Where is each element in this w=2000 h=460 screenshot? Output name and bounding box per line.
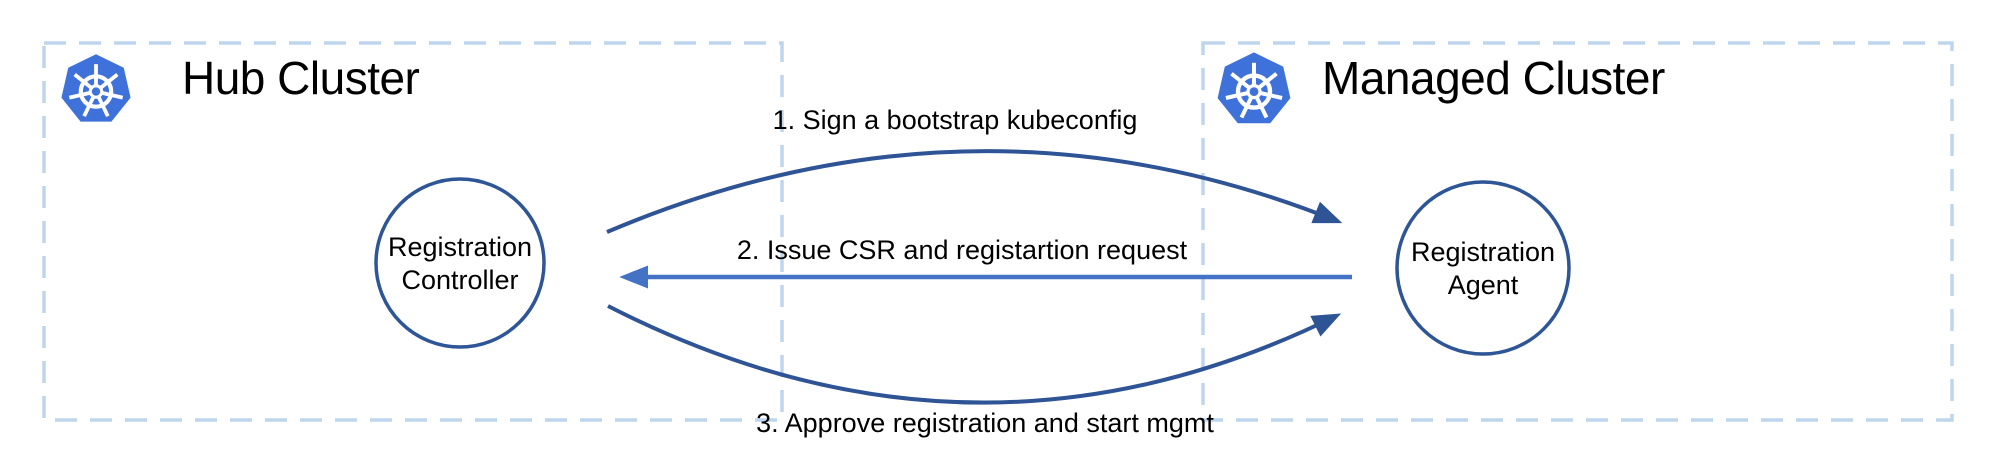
kubernetes-hub-dot (88, 84, 104, 99)
arrow-label-2: 2. Issue CSR and registartion request (736, 235, 1188, 265)
arrow-approve-registration-start-mgmt (607, 304, 1342, 405)
registration-controller-label: Registration Controller (387, 232, 533, 295)
registration-controller-node (374, 177, 546, 349)
arrow-label-1: 1. Sign a bootstrap kubeconfig (772, 105, 1138, 135)
registration-agent-node (1395, 180, 1571, 356)
managed-cluster-title: Managed Cluster (1322, 52, 1665, 104)
hub-cluster-box (42, 41, 784, 422)
kubernetes-hub-dot (1246, 84, 1262, 100)
registration-agent-label: Registration Agent (1410, 237, 1556, 300)
arrow-label-3: 3. Approve registration and start mgmt (756, 408, 1214, 438)
kubernetes-icon (1217, 52, 1291, 124)
kubernetes-icon (61, 54, 131, 122)
arrow-sign-bootstrap-kubeconfig (606, 149, 1343, 234)
hub-cluster-title: Hub Cluster (182, 52, 420, 104)
